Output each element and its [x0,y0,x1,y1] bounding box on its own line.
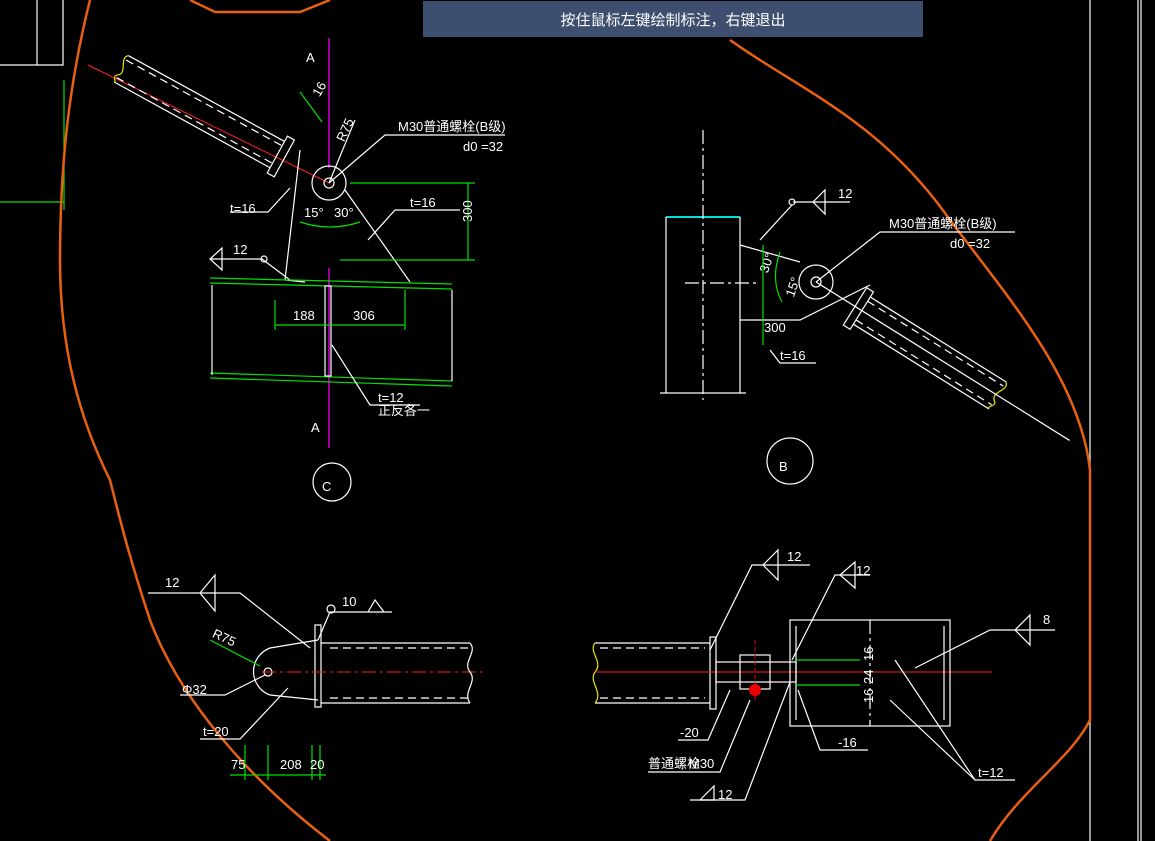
weld-12-b: 12 [856,563,870,578]
status-banner: 按住鼠标左键绘制标注，右键退出 [423,1,923,37]
radius-label: R75 [333,116,357,144]
dim-75: 75 [231,757,245,772]
detail-bottom-left: 12 10 R75 Φ32 t=20 75 208 20 [148,573,485,780]
plate-t16-left: t=16 [230,201,256,216]
detail-bottom-right: 16 24 16 12 12 8 -20 -16 普通螺栓 M30 12 t=1… [592,548,1055,802]
weld-12-a: 12 [787,549,801,564]
angle-30: 30° [334,205,354,220]
weld-12: 12 [233,242,247,257]
dim-16-a: 16 [861,647,876,661]
plate-minus20: -20 [680,725,699,740]
dim-300: 300 [460,200,475,222]
dim-20: 20 [310,757,324,772]
plate-t16-right: t=16 [410,195,436,210]
hole-label: d0 =32 [950,236,990,251]
bolt-m30: M30 [689,756,714,771]
dim-24: 24 [861,670,876,684]
angle-15: 15° [782,275,803,299]
weld-12-c: 12 [718,787,732,802]
dim-208: 208 [280,757,302,772]
plate-t12: t=12 [978,765,1004,780]
bolt-label: M30普通螺栓(B级) [889,216,997,231]
weld-10: 10 [342,594,356,609]
plate-t12-note: 正反各一 [378,403,430,418]
dim-16: 16 [309,79,329,99]
hole-label: Φ32 [182,682,207,697]
dim-188: 188 [293,308,315,323]
detail-label-c: C [322,479,331,494]
dim-300: 300 [764,320,786,335]
angle-15: 15° [304,205,324,220]
weld-8: 8 [1043,612,1050,627]
plate-t16: t=16 [780,348,806,363]
radius-label: R75 [210,626,238,650]
plate-t20: t=20 [203,724,229,739]
section-mark-bottom: A [311,420,320,435]
hole-label: d0 =32 [463,139,503,154]
detail-b: 12 M30普通螺栓(B级) d0 =32 30° 15° 300 t=16 [660,130,1070,485]
dim-16-b: 16 [861,689,876,703]
weld-12: 12 [838,186,852,201]
section-mark-top: A [306,50,315,65]
detail-label-b: B [779,459,788,474]
plate-t12: t=12 [378,390,404,405]
bolt-note: 普通螺栓 [648,756,700,771]
detail-c: A A 15° 30° 16 R75 M30普通螺栓(B级) d0 =32 [87,38,506,502]
bolt-label: M30普通螺栓(B级) [398,119,506,134]
revision-cloud [58,0,1092,841]
weld-12: 12 [165,575,179,590]
dim-306: 306 [353,308,375,323]
angle-30: 30° [756,251,777,275]
plate-minus16: -16 [838,735,857,750]
